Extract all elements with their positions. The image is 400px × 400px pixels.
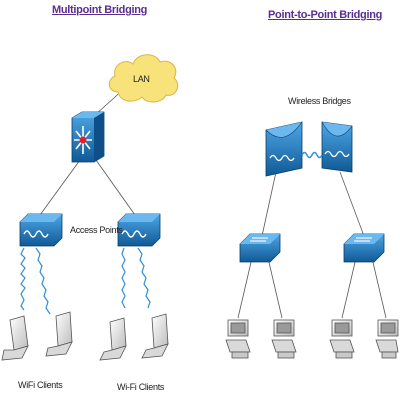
laptop-icon [1,315,29,361]
lan-label: LAN [133,74,150,84]
central-switch-icon [71,111,105,163]
wifi-clients-label: WiFi Clients [18,380,63,390]
laptop-icon [141,313,169,359]
multipoint-bridging-title: Multipoint Bridging [52,4,148,16]
wi-fi-clients-label: Wi-Fi Clients [117,382,165,392]
desktop-pc-icon [375,319,399,359]
laptop-icon [99,317,127,361]
bridge-wireless-link [301,151,323,159]
wireless-bridges-label: Wireless Bridges [288,96,351,106]
desktop-pc-icon [225,319,251,359]
desktop-pc-icon [271,319,297,359]
access-point-right-icon [117,213,161,247]
wireless-bridge-right-icon [321,121,353,173]
desktop-pc-icon [329,319,355,359]
switch-right-icon [343,233,385,263]
point-to-point-bridging-title: Point-to-Point Bridging [268,9,383,21]
point-to-point-links [237,171,387,319]
access-points-label: Access Points [70,225,123,235]
lan-cloud-icon [108,54,179,103]
wireless-client-links [20,247,151,315]
switch-left-icon [239,233,281,263]
access-point-left-icon [19,213,63,247]
wireless-bridge-left-icon [265,121,303,177]
laptop-icon [45,311,73,357]
